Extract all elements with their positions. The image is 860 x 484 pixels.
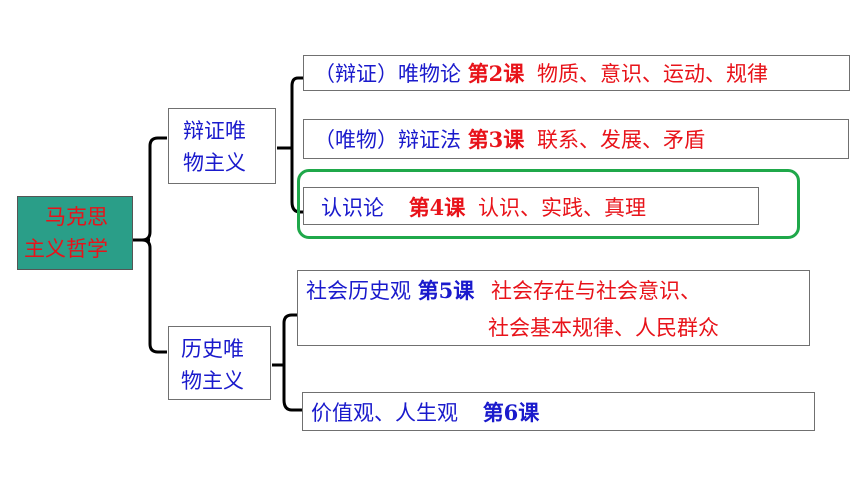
item-dialectics-text: （唯物）辩证法 第3课 联系、发展、矛盾: [314, 129, 705, 151]
root-line-1: 马克思: [45, 205, 108, 229]
item-history-lesson: 第5课: [417, 278, 475, 303]
item-values: 价值观、人生观 第6课: [302, 392, 815, 431]
item-materialism: （辩证）唯物论 第2课 物质、意识、运动、规律: [303, 55, 850, 91]
item-history-topic: 社会历史观: [306, 279, 411, 303]
item-values-text: 价值观、人生观 第6课: [311, 402, 539, 424]
item-materialism-topic: （辩证）唯物论: [314, 62, 461, 86]
branch-dialectical-materialism: 辩证唯 物主义: [168, 108, 276, 184]
branch-dialectical-line-1: 辩证唯: [183, 119, 246, 143]
root-line-2: 主义哲学: [24, 237, 108, 261]
item-epistemology-text: 认识论 第4课 认识、实践、真理: [321, 197, 646, 219]
item-history-content-2: 社会基本规律、人民群众: [488, 316, 719, 340]
item-social-history: 社会历史观 第5课 社会存在与社会意识、 社会基本规律、人民群众: [297, 270, 810, 346]
branch-dialectical-line-2: 物主义: [183, 151, 246, 175]
item-values-topic: 价值观、人生观: [311, 401, 458, 425]
item-epistemology-topic: 认识论: [321, 196, 384, 220]
root-node-marxist-philosophy: 马克思 主义哲学: [17, 196, 133, 270]
branch-historical-line-2: 物主义: [181, 369, 244, 393]
branch-historical-materialism: 历史唯 物主义: [168, 326, 271, 400]
highlight-frame: [297, 169, 800, 239]
item-dialectics-content: 联系、发展、矛盾: [537, 128, 705, 152]
item-materialism-text: （辩证）唯物论 第2课 物质、意识、运动、规律: [314, 63, 768, 85]
item-epistemology-content: 认识、实践、真理: [478, 196, 646, 220]
item-history-content-1: 社会存在与社会意识、: [491, 279, 701, 303]
item-dialectics-topic: （唯物）辩证法: [314, 128, 461, 152]
item-dialectics-lesson: 第3课: [467, 127, 525, 152]
item-materialism-content: 物质、意识、运动、规律: [537, 62, 768, 86]
branch-historical-line-1: 历史唯: [181, 337, 244, 361]
item-dialectics: （唯物）辩证法 第3课 联系、发展、矛盾: [303, 119, 849, 159]
item-values-lesson: 第6课: [482, 400, 540, 425]
item-history-line-1: 社会历史观 第5课 社会存在与社会意识、: [306, 280, 701, 302]
item-materialism-lesson: 第2课: [467, 61, 525, 86]
item-epistemology-lesson: 第4课: [408, 195, 466, 220]
item-epistemology: 认识论 第4课 认识、实践、真理: [303, 187, 759, 225]
